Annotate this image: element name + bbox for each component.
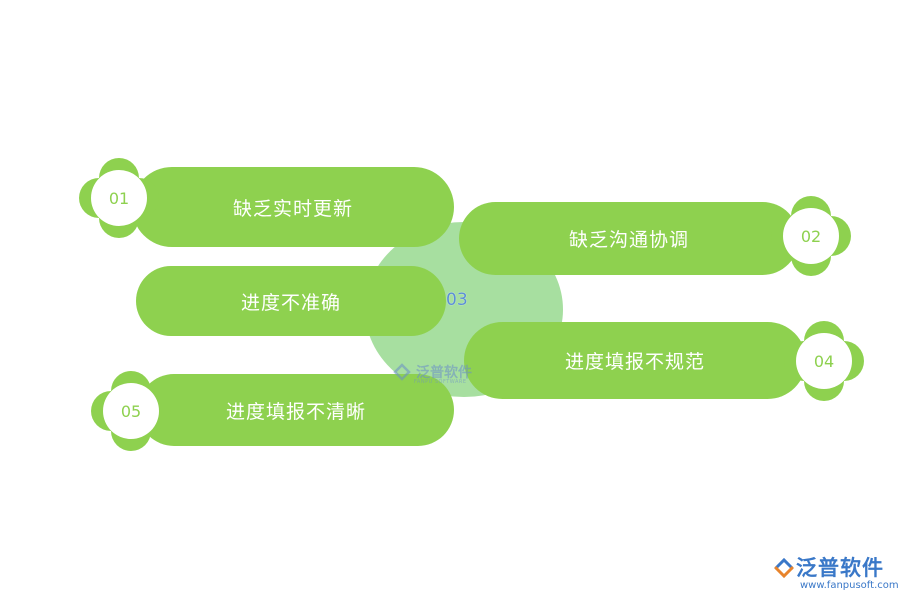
badge-item-02: 02 <box>771 196 851 276</box>
pill-item-04: 进度填报不规范 <box>464 322 806 399</box>
watermark: 泛普软件 FANPU SOFTWARE <box>392 362 472 385</box>
item-01-number: 01 <box>108 188 130 208</box>
watermark-sub: FANPU SOFTWARE <box>414 379 467 385</box>
item-01-label: 缺乏实时更新 <box>232 197 353 220</box>
pill-item-01: 缺乏实时更新 <box>132 167 454 247</box>
logo-url: www.fanpusoft.com <box>800 580 899 591</box>
pill-item-03: 进度不准确 <box>136 266 446 336</box>
item-03-label: 进度不准确 <box>240 291 341 314</box>
watermark-text: 泛普软件 <box>416 365 472 381</box>
item-04-label: 进度填报不规范 <box>564 351 705 373</box>
pill-item-05: 进度填报不清晰 <box>138 374 454 446</box>
item-02-number: 02 <box>800 226 822 246</box>
logo-icon <box>774 557 794 579</box>
item-05-number: 05 <box>120 401 142 421</box>
center-number: 03 <box>446 290 468 310</box>
item-02-label: 缺乏沟通协调 <box>568 229 689 251</box>
item-05-label: 进度填报不清晰 <box>225 400 366 423</box>
brand-logo: 泛普软件 www.fanpusoft.com <box>770 552 899 594</box>
pill-item-02: 缺乏沟通协调 <box>459 202 799 275</box>
item-04-number: 04 <box>813 351 835 371</box>
badge-item-05: 05 <box>91 371 171 451</box>
badge-item-04: 04 <box>784 321 864 401</box>
logo-text: 泛普软件 <box>796 556 884 580</box>
watermark-logo-icon <box>393 363 411 381</box>
badge-item-01: 01 <box>79 158 159 238</box>
